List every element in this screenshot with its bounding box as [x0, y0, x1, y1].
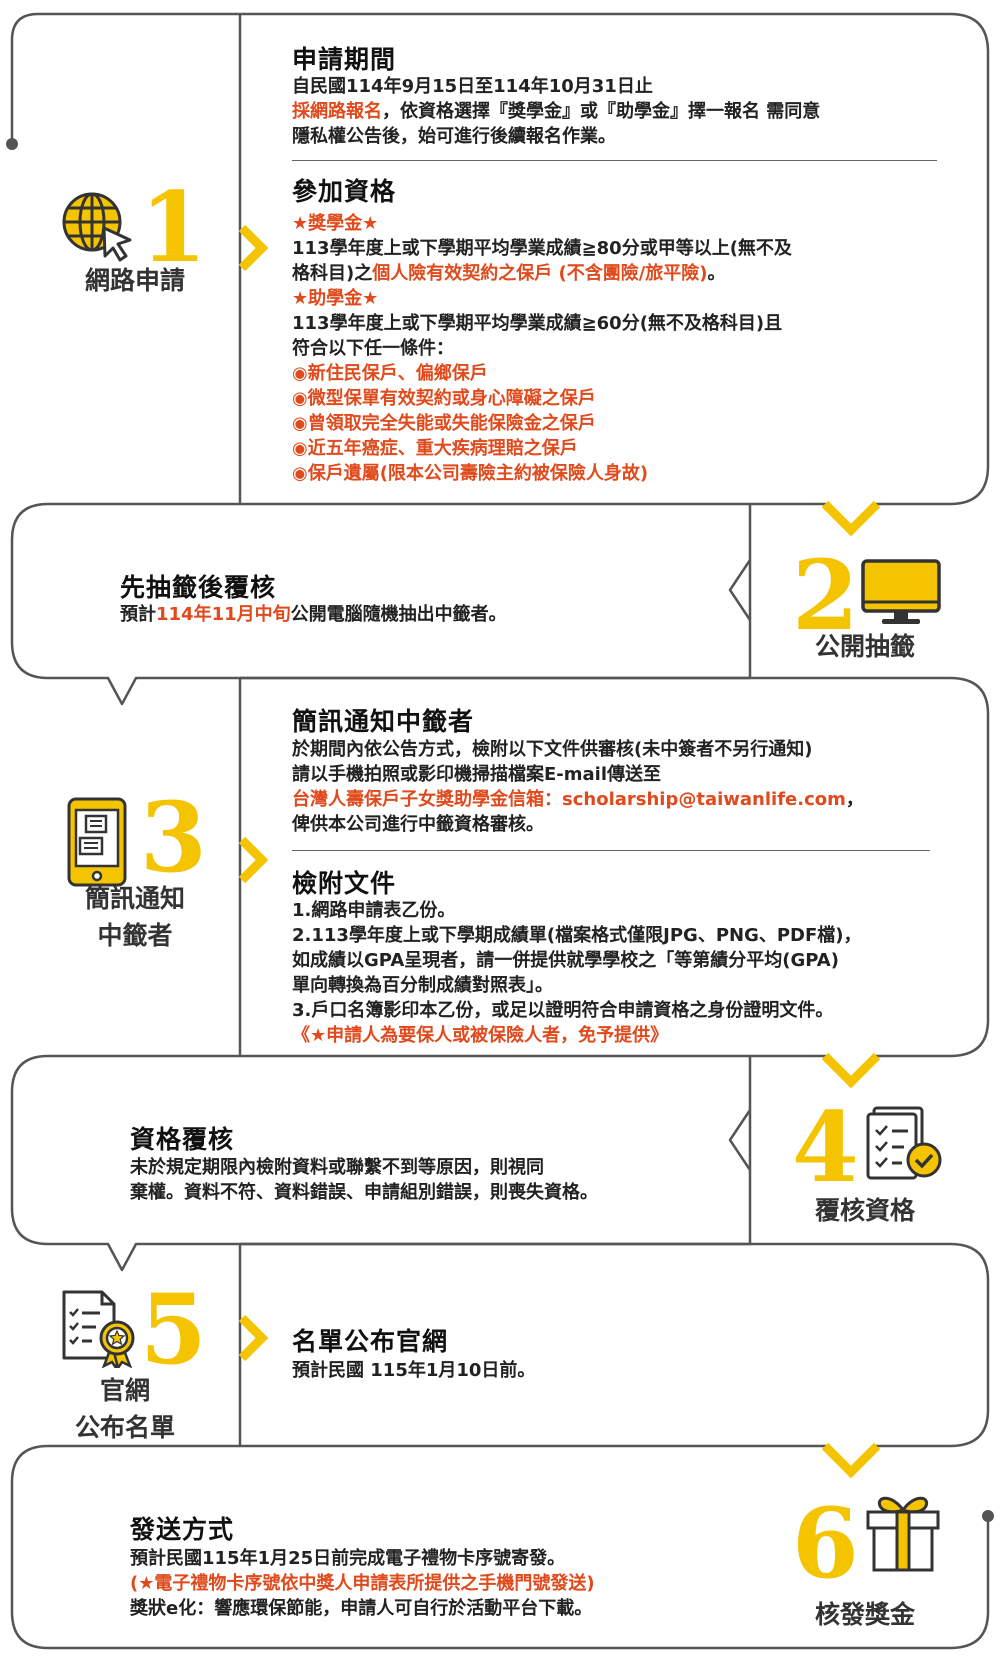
grant-condition: ◉保戶遺屬(限本公司壽險主約被保險人身故) — [292, 463, 649, 484]
documents-line4: 單向轉換為百分制成績對照表」。 — [292, 975, 553, 996]
online-signup-text: 採網路報名 — [292, 101, 382, 122]
announce-title: 名單公布官網 — [292, 1327, 449, 1356]
step-number-3: 3 — [140, 781, 207, 894]
step-label-6: 核發獎金 — [814, 1600, 915, 1629]
step-label-4: 覆核資格 — [814, 1196, 915, 1225]
grant-condition: ◉新住民保戶、偏鄉保戶 — [292, 363, 488, 384]
step-number-1: 1 — [140, 171, 207, 284]
period-title: 申請期間 — [292, 45, 397, 74]
scholarship-head: ★獎學金★ — [292, 213, 379, 234]
review-title: 資格覆核 — [130, 1125, 235, 1154]
scholarship-email: 台灣人壽保戶子女獎助學金信箱：scholarship@taiwanlife.co… — [292, 789, 846, 810]
sms-line4: 俾供本公司進行中籤資格審核。 — [292, 814, 544, 835]
draw-line: 預計114年11月中旬公開電腦隨機抽出中籤者。 — [120, 602, 507, 627]
draw-date: 114年11月中旬 — [156, 604, 291, 625]
step-label-5b: 公布名單 — [74, 1413, 175, 1442]
documents-exemption: 《★申請人為要保人或被保險人者，免予提供》 — [292, 1025, 669, 1046]
globe-cursor-icon — [62, 192, 132, 262]
step-number-5: 5 — [140, 1273, 207, 1386]
sms-line2: 請以手機拍照或影印機掃描檔案E-mail傳送至 — [292, 764, 662, 785]
documents-line2: 2.113學年度上或下學期成績單(檔案格式僅限JPG、PNG、PDF檔)， — [292, 925, 862, 946]
documents-line5: 3.戶口名簿影印本乙份，或足以證明符合申請資格之身份證明文件。 — [292, 1000, 834, 1021]
delivery-line3: 獎狀e化：響應環保節能，申請人可自行於活動平台下載。 — [130, 1598, 593, 1619]
step-number-4: 4 — [792, 1091, 859, 1204]
documents-line3: 如成績以GPA呈現者，請一併提供就學學校之「等第績分平均(GPA) — [292, 950, 839, 971]
period-line2: 採網路報名，依資格選擇『獎學金』或『助學金』擇一報名 需同意 — [292, 99, 820, 124]
scholarship-line2-a: 格科目)之 — [292, 263, 373, 284]
step-number-6: 6 — [792, 1487, 859, 1600]
scholarship-line2: 格科目)之個人險有效契約之保戶 (不含團險/旅平險)。 — [292, 261, 726, 286]
divider-2 — [292, 850, 930, 851]
scholarship-line2-b: 。 — [707, 263, 726, 284]
gift-icon — [866, 1496, 940, 1572]
divider-1 — [292, 160, 937, 161]
step-label-3a: 簡訊通知 — [84, 884, 185, 913]
period-line3: 隱私權公告後，始可進行後續報名作業。 — [292, 126, 616, 147]
step-label-5a: 官網 — [99, 1376, 150, 1405]
grant-head: ★助學金★ — [292, 288, 379, 309]
grant-line2: 符合以下任一條件： — [292, 338, 454, 359]
step-label-1: 網路申請 — [84, 266, 185, 295]
sms-line3: 台灣人壽保戶子女獎助學金信箱：scholarship@taiwanlife.co… — [292, 787, 864, 812]
period-line1: 自民國114年9月15日至114年10月31日止 — [292, 76, 653, 97]
monitor-icon — [861, 559, 941, 624]
review-line1: 未於規定期限內檢附資料或聯繫不到等原因，則視同 — [130, 1157, 544, 1178]
grant-condition: ◉近五年癌症、重大疾病理賠之保戶 — [292, 438, 578, 459]
grant-condition: ◉曾領取完全失能或失能保險金之保戶 — [292, 413, 596, 434]
scholarship-line1: 113學年度上或下學期平均學業成績≧80分或甲等以上(無不及 — [292, 238, 792, 259]
step-label-2: 公開抽籤 — [814, 632, 915, 661]
period-line2-rest: ，依資格選擇『獎學金』或『助學金』擇一報名 需同意 — [382, 101, 821, 122]
draw-line-b: 公開電腦隨機抽出中籤者。 — [290, 604, 507, 625]
step-number-2: 2 — [792, 539, 859, 652]
step-label-3b: 中籤者 — [97, 921, 173, 950]
grant-line1: 113學年度上或下學期平均學業成績≧60分(無不及格科目)且 — [292, 313, 783, 334]
checklist-check-icon — [866, 1106, 942, 1180]
delivery-note: (★電子禮物卡序號依中獎人申請表所提供之手機門號發送) — [130, 1573, 595, 1594]
documents-line1: 1.網路申請表乙份。 — [292, 900, 456, 921]
sms-line3-rest: ， — [845, 789, 864, 810]
delivery-line1: 預計民國115年1月25日前完成電子禮物卡序號寄發。 — [130, 1548, 566, 1569]
review-line2: 棄權。資料不符、資料錯誤、申請組別錯誤，則喪失資格。 — [130, 1182, 598, 1203]
scholarship-condition: 個人險有效契約之保戶 (不含團險/旅平險) — [372, 263, 708, 284]
delivery-title: 發送方式 — [130, 1515, 235, 1544]
sms-title: 簡訊通知中籤者 — [292, 707, 475, 736]
phone-message-icon — [67, 797, 127, 887]
documents-title: 檢附文件 — [292, 869, 397, 898]
eligibility-title: 參加資格 — [292, 177, 397, 206]
draw-title: 先抽籤後覆核 — [120, 573, 277, 602]
document-award-icon — [62, 1290, 135, 1368]
grant-condition: ◉微型保單有效契約或身心障礙之保戶 — [292, 388, 596, 409]
sms-line1: 於期間內依公告方式，檢附以下文件供審核(未中簽者不另行通知) — [292, 739, 813, 760]
announce-line1: 預計民國 115年1月10日前。 — [292, 1360, 536, 1381]
draw-line-a: 預計 — [120, 604, 156, 625]
